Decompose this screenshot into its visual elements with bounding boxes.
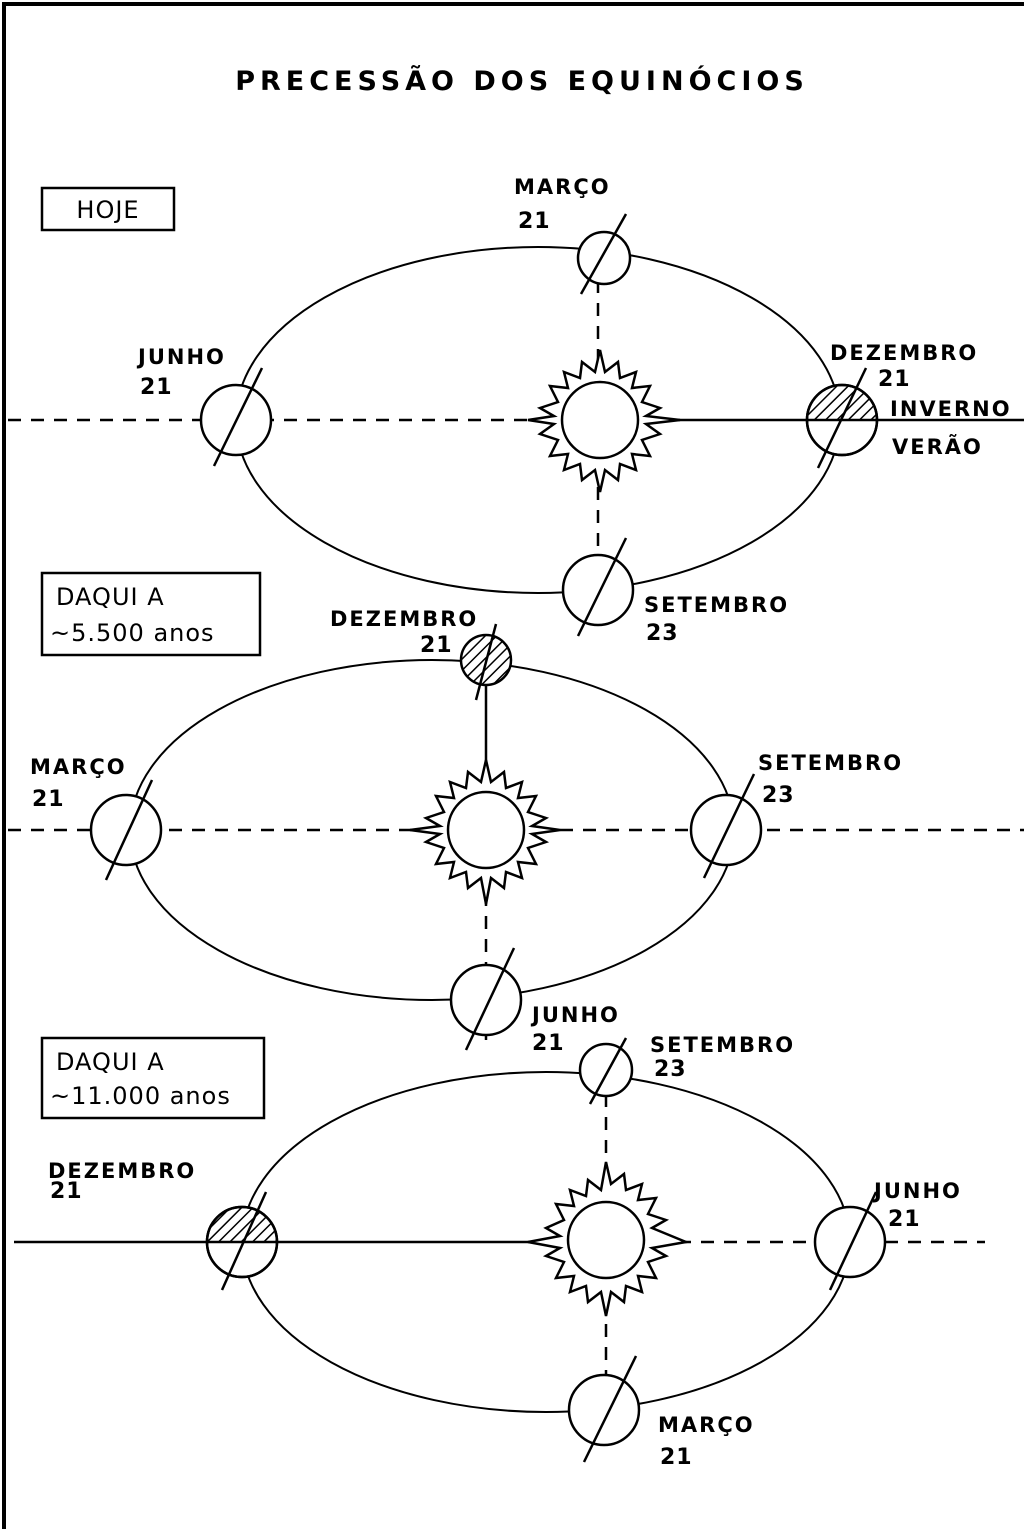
label-inverno: INVERNO: [890, 397, 1012, 421]
planet-top: [578, 1037, 634, 1105]
panel-label-line1: HOJE: [76, 196, 139, 224]
label-bottom-month: JUNHO: [530, 1003, 620, 1027]
page-title: PRECESSÃO DOS EQUINÓCIOS: [235, 65, 809, 97]
panel-today: HOJE MARÇO 2: [8, 175, 1024, 646]
panel-label-line2: ~5.500 anos: [50, 619, 215, 647]
panel-label-line2: ~11.000 anos: [50, 1082, 231, 1110]
sun-icon: [527, 349, 681, 493]
sun-icon: [527, 1161, 691, 1317]
panel-label-line1: DAQUI A: [56, 583, 165, 611]
panel-label-box: [40, 186, 176, 232]
label-right-month: JUNHO: [872, 1179, 962, 1203]
planet-left: [199, 367, 273, 467]
planet-bottom: [561, 537, 635, 637]
label-bottom-day: 21: [532, 1031, 565, 1056]
label-left-day: 21: [140, 375, 173, 400]
label-left-day: 21: [32, 787, 65, 812]
label-bottom-month: SETEMBRO: [644, 593, 789, 617]
sun-icon: [409, 759, 561, 905]
label-top-month: MARÇO: [514, 175, 611, 199]
label-top-day: 23: [654, 1057, 687, 1082]
label-verao: VERÃO: [892, 434, 983, 459]
label-right-month: SETEMBRO: [758, 751, 903, 775]
planet-left: [89, 779, 163, 881]
planet-top: [576, 213, 632, 295]
label-left-month: JUNHO: [136, 345, 226, 369]
planet-right: [813, 1191, 887, 1291]
label-top-day: 21: [518, 209, 551, 234]
planet-right-hatched: [805, 367, 879, 469]
label-left-month: DEZEMBRO: [48, 1159, 196, 1183]
panel-label-box: [40, 1036, 266, 1120]
planet-left-hatched: [205, 1191, 279, 1291]
label-bottom-month: MARÇO: [658, 1413, 755, 1437]
label-bottom-day: 23: [646, 621, 679, 646]
label-left-day: 21: [50, 1179, 83, 1204]
panel-5500-years: DAQUI A ~5.500 anos DEZEMBRO 21: [8, 571, 1024, 1056]
label-top-month: SETEMBRO: [650, 1033, 795, 1057]
label-right-day: 21: [888, 1207, 921, 1232]
planet-bottom: [567, 1355, 641, 1463]
label-right-month: DEZEMBRO: [830, 341, 978, 365]
planet-top-hatched: [459, 623, 513, 701]
label-left-month: MARÇO: [30, 755, 127, 779]
panel-label-box: [40, 571, 262, 657]
planet-bottom: [449, 947, 523, 1051]
label-right-day: 23: [762, 783, 795, 808]
label-top-day: 21: [420, 633, 453, 658]
label-right-day: 21: [878, 367, 911, 392]
panel-label-line1: DAQUI A: [56, 1048, 165, 1076]
label-bottom-day: 21: [660, 1445, 693, 1470]
panel-11000-years: DAQUI A ~11.000 anos SETEM: [14, 1033, 985, 1470]
label-top-month: DEZEMBRO: [330, 607, 478, 631]
planet-right: [689, 773, 763, 879]
